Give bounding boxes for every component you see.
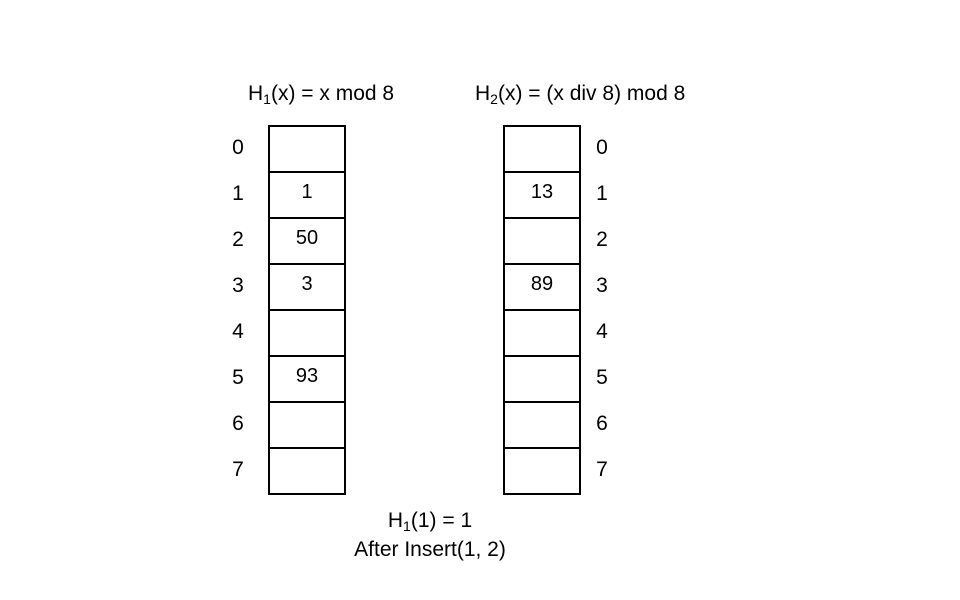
right-index: 7 xyxy=(596,458,608,481)
left-index: 6 xyxy=(232,412,244,435)
table-2-slot-1: 13 xyxy=(505,173,579,219)
table-2-slot-3: 89 xyxy=(505,265,579,311)
hash-function-1-label: H1(x) = x mod 8 xyxy=(248,80,394,108)
hash-function-2-name: H xyxy=(475,82,491,105)
caption-function-subscript: 1 xyxy=(403,518,411,534)
left-index: 0 xyxy=(232,136,244,159)
caption-function-name: H xyxy=(387,509,404,532)
table-1-slot-2: 50 xyxy=(270,219,344,265)
right-index: 6 xyxy=(596,412,608,435)
slot-value: 3 xyxy=(301,273,313,295)
table-1-slot-1: 1 xyxy=(270,173,344,219)
slot-value: 89 xyxy=(530,273,554,295)
right-index: 2 xyxy=(596,228,608,251)
hash-table-1: 1 50 3 93 xyxy=(268,125,346,495)
table-2-slot-2 xyxy=(505,219,579,265)
table-2-slot-0 xyxy=(505,127,579,173)
right-index-column: 0 1 2 3 4 5 6 7 xyxy=(590,125,614,493)
slot-value: 13 xyxy=(530,181,554,203)
left-index-column: 0 1 2 3 4 5 6 7 xyxy=(226,125,250,493)
right-index: 1 xyxy=(596,182,608,205)
table-1-slot-3: 3 xyxy=(270,265,344,311)
hash-function-1-name: H xyxy=(248,82,264,105)
right-index: 5 xyxy=(596,366,608,389)
table-2-slot-5 xyxy=(505,357,579,403)
hash-function-2-definition: (x) = (x div 8) mod 8 xyxy=(497,82,686,105)
left-index: 1 xyxy=(232,182,244,205)
slot-value: 1 xyxy=(301,181,313,203)
table-2-slot-7 xyxy=(505,449,579,493)
left-index: 3 xyxy=(232,274,244,297)
hash-result-caption: H1(1) = 1 xyxy=(330,508,530,534)
right-index: 0 xyxy=(596,136,608,159)
left-index: 5 xyxy=(232,366,244,389)
right-index: 3 xyxy=(596,274,608,297)
table-1-slot-7 xyxy=(270,449,344,493)
left-index: 4 xyxy=(232,320,244,343)
table-1-slot-5: 93 xyxy=(270,357,344,403)
table-1-slot-0 xyxy=(270,127,344,173)
left-index: 7 xyxy=(232,458,244,481)
left-index: 2 xyxy=(232,228,244,251)
hash-function-1-definition: (x) = x mod 8 xyxy=(270,82,395,105)
slot-value: 50 xyxy=(295,227,319,249)
caption-function-result: (1) = 1 xyxy=(410,509,473,532)
operation-caption: After Insert(1, 2) xyxy=(354,538,506,561)
table-2-slot-4 xyxy=(505,311,579,357)
slot-value: 93 xyxy=(295,365,319,387)
hash-function-1-subscript: 1 xyxy=(263,91,271,107)
table-1-slot-4 xyxy=(270,311,344,357)
hash-table-2: 13 89 xyxy=(503,125,581,495)
table-2-slot-6 xyxy=(505,403,579,449)
hash-function-2-label: H2(x) = (x div 8) mod 8 xyxy=(475,80,685,108)
hash-function-2-subscript: 2 xyxy=(490,91,498,107)
right-index: 4 xyxy=(596,320,608,343)
table-1-slot-6 xyxy=(270,403,344,449)
